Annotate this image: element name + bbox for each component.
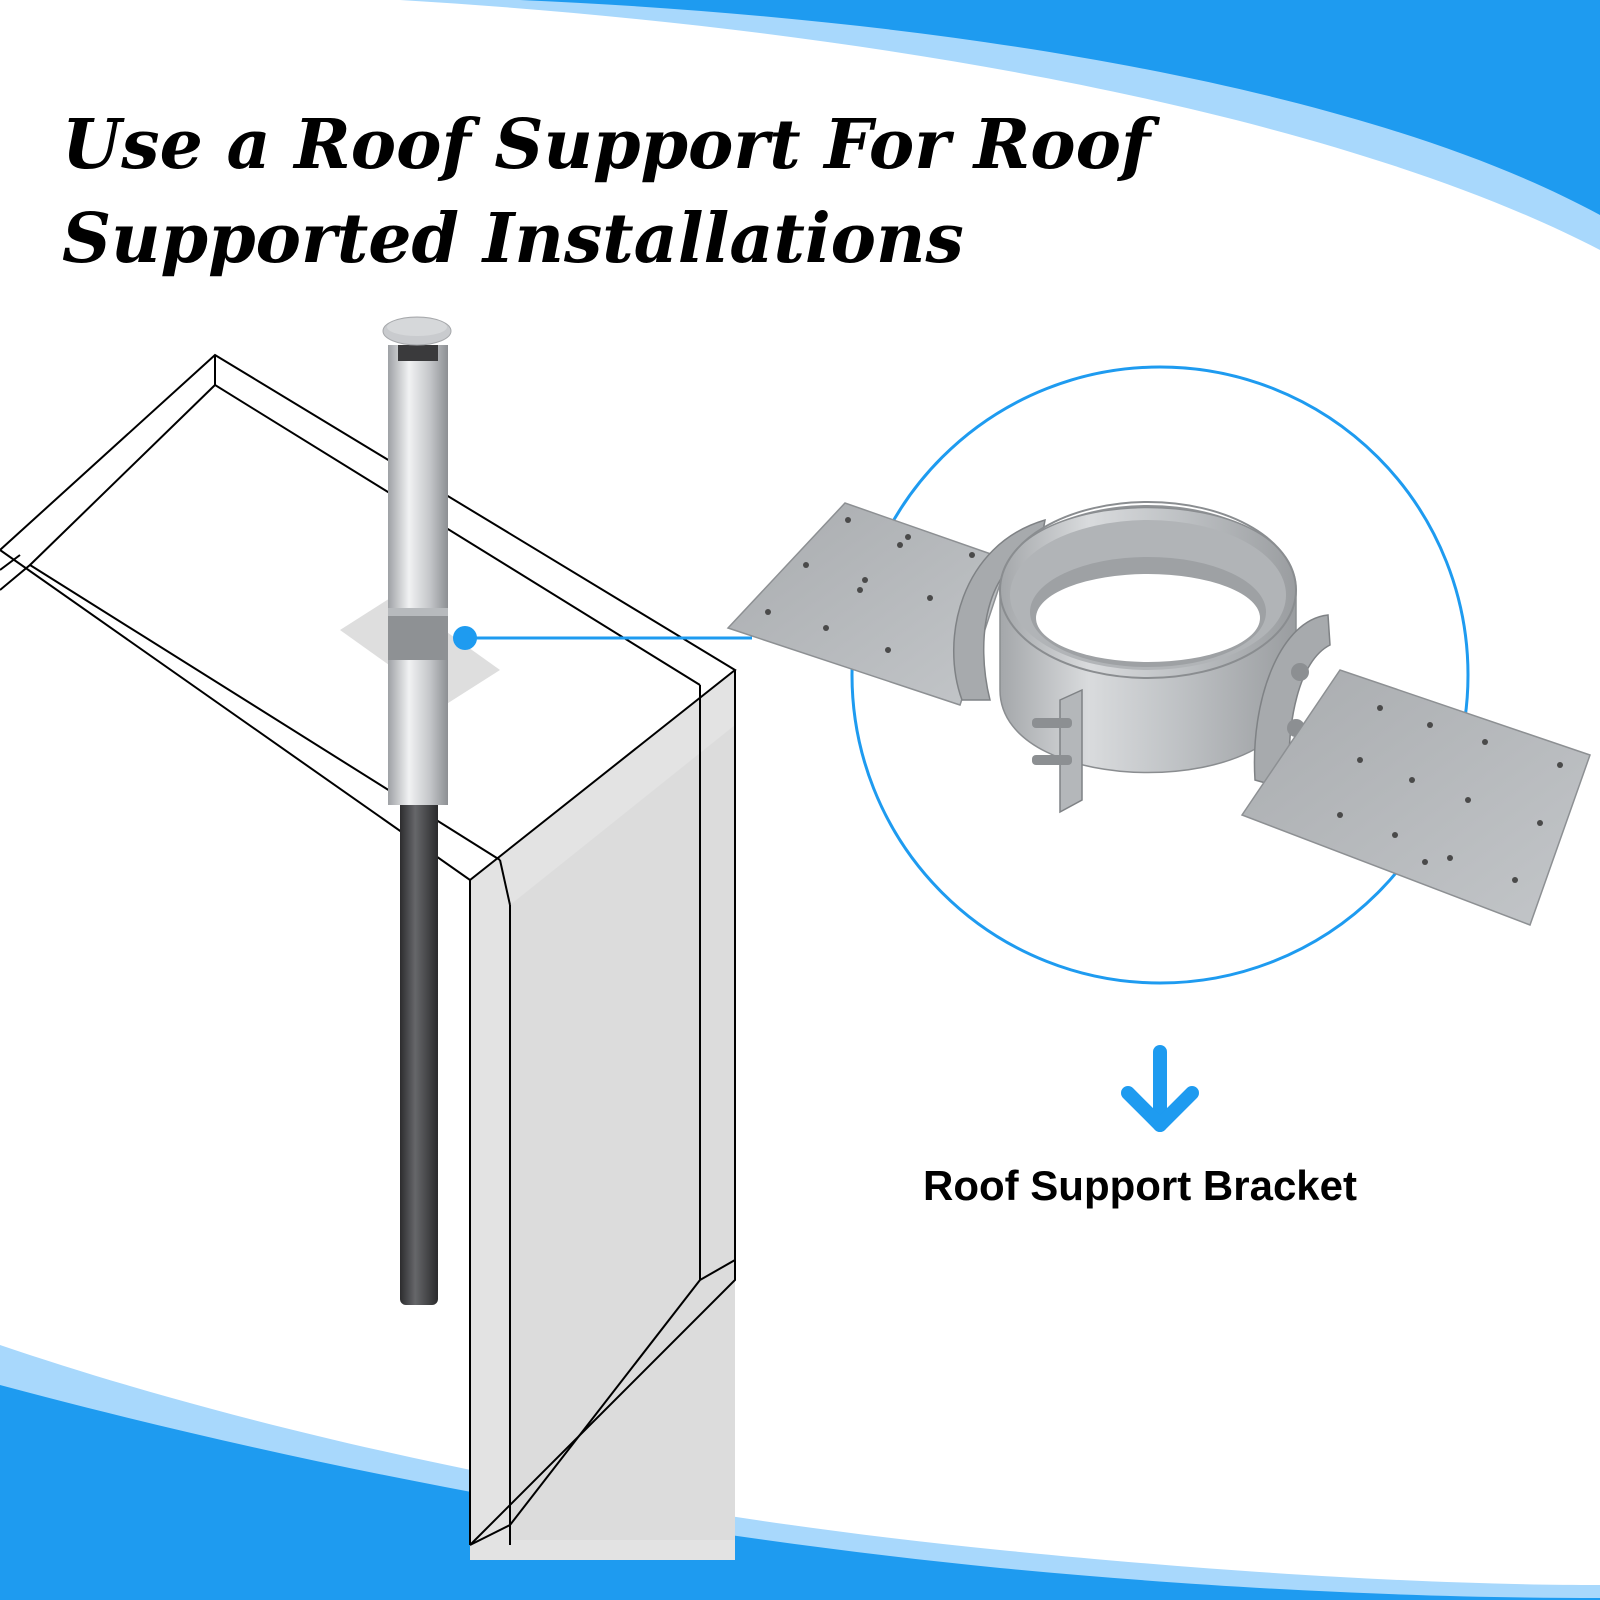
- headline-line-1: Use a Roof Support For Roof: [62, 105, 1151, 185]
- bottom-swoosh: [0, 1345, 1600, 1600]
- arrow-down-icon: [1121, 1045, 1199, 1132]
- chimney-pipe: [382, 316, 452, 1305]
- headline-line-2: Supported Installations: [62, 199, 964, 279]
- headline: Use a Roof Support For Roof Supported In…: [62, 98, 1162, 286]
- bracket-label: Roof Support Bracket: [922, 1162, 1358, 1209]
- roof-structure: [0, 353, 737, 1560]
- roof-support-bracket: [726, 501, 1591, 926]
- detail-circle: [850, 365, 1470, 985]
- top-swoosh: [400, 0, 1600, 250]
- callout-connector: [453, 626, 752, 650]
